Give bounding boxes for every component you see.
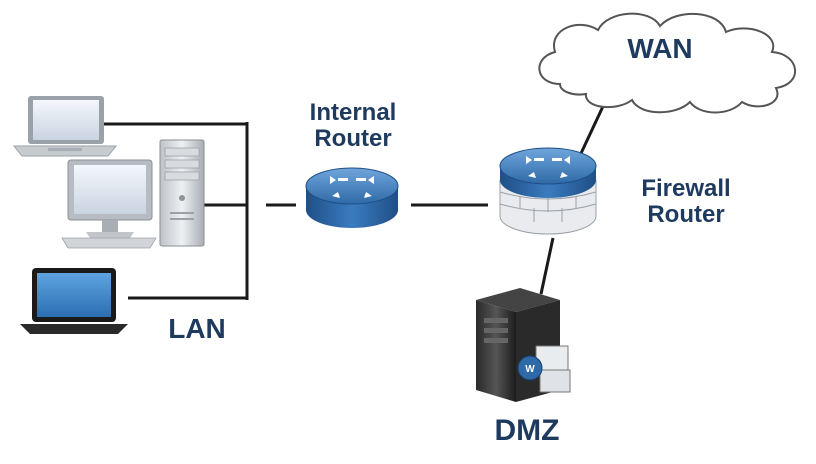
svg-text:W: W <box>525 364 535 375</box>
internal-router-label-line2: Router <box>314 125 392 153</box>
firewall-router-label: Firewall Router <box>616 175 756 229</box>
internal-router-label: Internal Router <box>288 99 418 153</box>
firewall-router-label-line2: Router <box>647 201 725 229</box>
server-icon: W <box>476 288 571 402</box>
laptop-top-icon <box>12 96 118 157</box>
cloud-icon <box>538 12 796 114</box>
dmz-label: DMZ <box>494 414 560 447</box>
firewall-router-icon <box>499 147 597 235</box>
laptop-bottom-icon <box>20 268 128 334</box>
desktop-computer-icon <box>61 159 157 249</box>
internal-router-label-line1: Internal <box>309 99 397 126</box>
tower-pc-icon <box>159 139 205 247</box>
firewall-router-label-line1: Firewall <box>641 175 731 202</box>
firewall-bricks <box>499 191 597 222</box>
firewall-router-arrows <box>526 156 570 178</box>
internal-router-icon <box>305 167 399 228</box>
router-arrows <box>330 176 374 198</box>
firewall-to-dmz-link <box>539 237 555 295</box>
wan-label: WAN <box>627 33 693 64</box>
lan-label: LAN <box>168 313 226 344</box>
